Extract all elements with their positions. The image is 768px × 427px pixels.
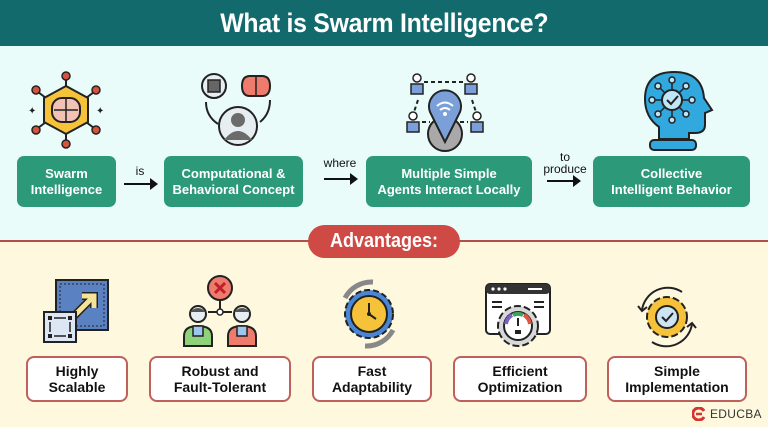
browser-gauge-gear-icon	[485, 283, 551, 347]
page-title: What is Swarm Intelligence?	[220, 7, 548, 38]
connector-label-to: to	[559, 150, 570, 164]
advantage-label-line2: Implementation	[625, 379, 729, 395]
arrow-right-icon	[124, 178, 158, 190]
gear-clock-cycle-icon	[342, 279, 396, 349]
advantage-label-line2: Optimization	[477, 379, 563, 395]
svg-text:✦: ✦	[96, 106, 104, 117]
head-network-check-icon	[643, 70, 714, 151]
flow-box-label-line2: Agents Interact Locally	[377, 181, 521, 197]
advantage-simple-implementation: Simple Implementation	[607, 356, 747, 402]
advantage-highly-scalable: Highly Scalable	[26, 356, 128, 402]
advantage-efficient-optimization: Efficient Optimization	[453, 356, 587, 402]
flow-box-multiple-agents: Multiple Simple Agents Interact Locally	[366, 156, 532, 207]
advantage-label-line2: Adaptability	[331, 379, 413, 395]
flow-box-label-line2: Behavioral Concept	[172, 181, 295, 197]
advantage-label-line1: Highly	[55, 363, 99, 379]
flow-box-computational-concept: Computational & Behavioral Concept	[164, 156, 303, 207]
advantage-label-line2: Fault-Tolerant	[173, 379, 267, 395]
advantage-label-line2: Scalable	[48, 379, 106, 395]
hexagon-brain-network-icon: ✦ ✦	[28, 71, 104, 149]
flow-box-label-line1: Swarm	[45, 165, 88, 181]
people-fault-icon	[183, 275, 257, 347]
flow-box-collective-behavior: Collective Intelligent Behavior	[593, 156, 750, 207]
arrow-right-icon	[547, 175, 581, 187]
advantages-title: Advantages:	[329, 230, 439, 252]
header-banner: What is Swarm Intelligence?	[0, 0, 768, 46]
connector-label-where: where	[323, 156, 357, 170]
svg-text:✦: ✦	[28, 106, 36, 117]
brand-logo: EDUCBA	[692, 407, 762, 421]
advantages-badge: Advantages:	[308, 225, 460, 258]
advantage-fast-adaptability: Fast Adaptability	[312, 356, 432, 402]
flow-box-label-line2: Intelligence	[30, 181, 103, 197]
flow-box-label-line1: Computational &	[181, 165, 286, 181]
advantage-label-line1: Efficient	[492, 363, 548, 379]
agents-location-pin-icon	[406, 73, 484, 152]
flow-box-label-line1: Collective	[640, 165, 703, 181]
connector-label-is: is	[135, 164, 145, 178]
connector-label-produce: produce	[543, 162, 587, 176]
flow-box-label-line1: Multiple Simple	[401, 165, 497, 181]
advantage-label-line1: Fast	[357, 363, 387, 379]
definition-section	[0, 46, 768, 241]
advantage-robust-fault-tolerant: Robust and Fault-Tolerant	[149, 356, 291, 402]
scale-up-arrow-icon	[43, 279, 109, 343]
flow-box-label-line2: Intelligent Behavior	[611, 181, 732, 197]
gear-check-cycle-icon	[637, 286, 697, 348]
advantage-label-line1: Robust and	[181, 363, 259, 379]
educba-logo-icon	[692, 407, 706, 421]
arrow-right-icon	[324, 173, 358, 185]
flow-box-swarm-intelligence: Swarm Intelligence	[17, 156, 116, 207]
chip-brain-person-icon	[201, 73, 272, 146]
brand-name: EDUCBA	[710, 407, 762, 421]
advantage-label-line1: Simple	[654, 363, 700, 379]
